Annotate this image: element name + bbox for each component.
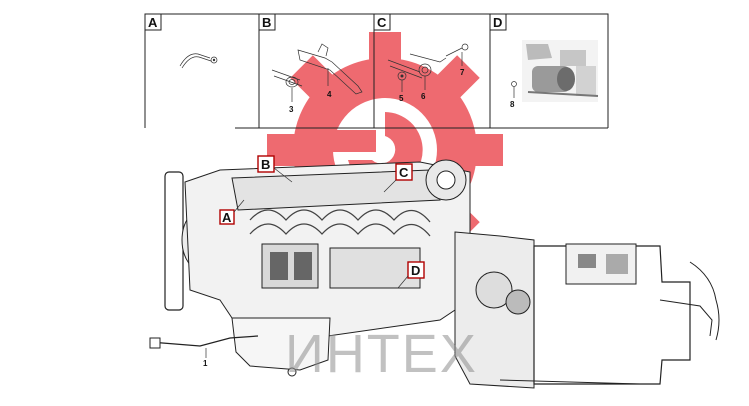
panel-b-label: B — [258, 13, 276, 31]
callout-7: 7 — [460, 68, 465, 77]
svg-text:C: C — [399, 165, 409, 180]
panel-b-bracket-drawing — [271, 43, 363, 102]
main-label-c: C — [383, 163, 413, 193]
detail-panels — [144, 13, 609, 129]
svg-text:A: A — [148, 15, 158, 30]
panel-a-clip-drawing — [179, 53, 218, 69]
main-label-d: D — [397, 261, 425, 289]
panel-c-clamp-drawing — [387, 43, 469, 92]
svg-text:A: A — [222, 210, 232, 225]
svg-text:D: D — [411, 263, 420, 278]
callout-4: 4 — [327, 90, 332, 99]
panel-a-label: A — [144, 13, 162, 31]
panel-d-label: D — [489, 13, 507, 31]
svg-text:B: B — [262, 15, 271, 30]
callout-6: 6 — [421, 92, 426, 101]
callout-3: 3 — [289, 105, 294, 114]
engine-assembly-drawing — [149, 159, 720, 389]
callout-1: 1 — [203, 359, 208, 368]
svg-text:D: D — [493, 15, 502, 30]
main-label-b: B — [257, 155, 293, 183]
panel-d-component-drawing — [511, 40, 599, 102]
svg-text:B: B — [261, 157, 270, 172]
text-watermark: ИНТЕХ — [285, 324, 478, 384]
main-label-a: A — [219, 199, 245, 225]
callout-8: 8 — [510, 100, 515, 109]
panel-c-label: C — [373, 13, 391, 31]
callout-5: 5 — [399, 94, 404, 103]
svg-text:C: C — [377, 15, 387, 30]
